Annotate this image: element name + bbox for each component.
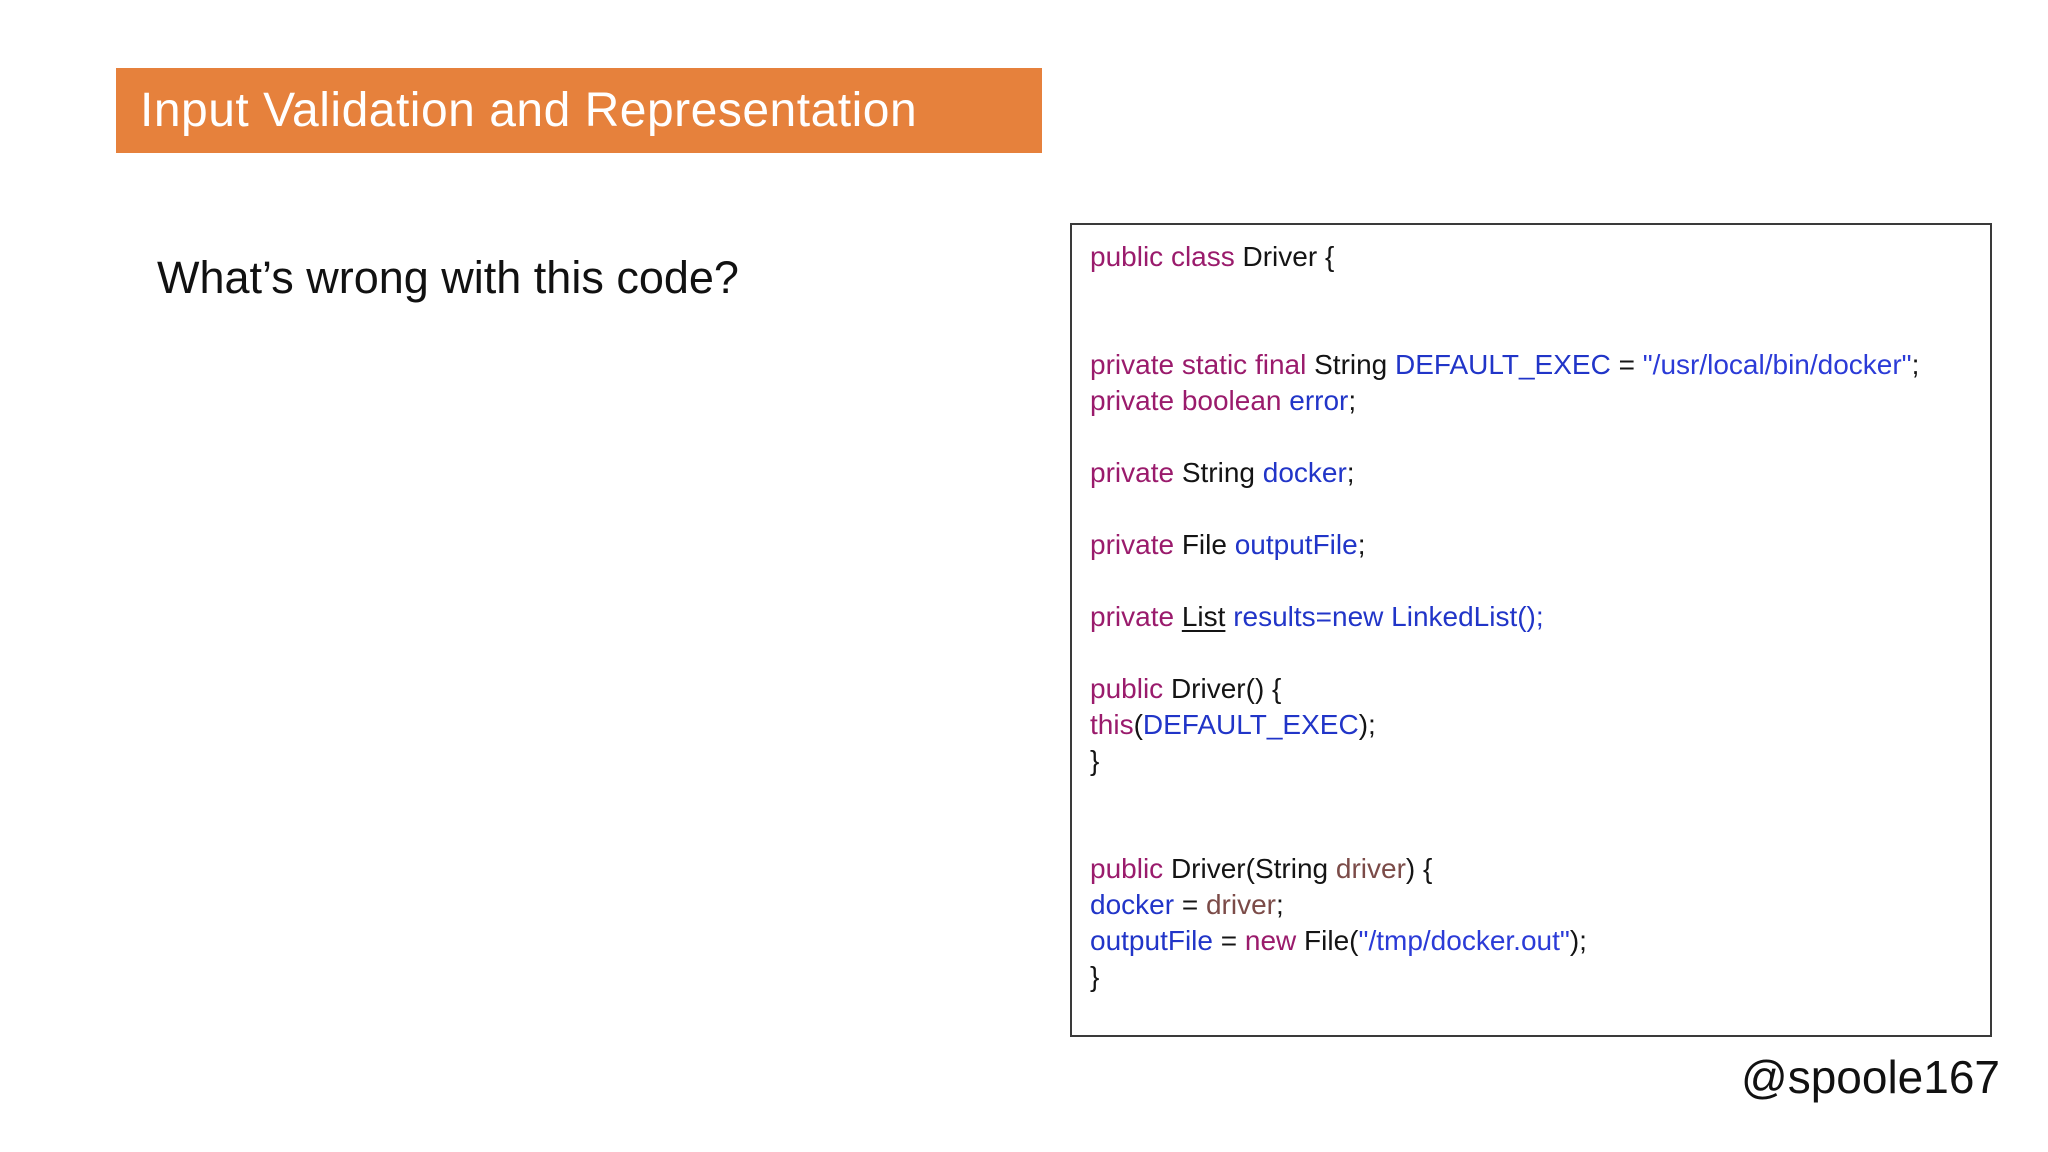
code-line <box>1090 635 1974 671</box>
code-token: public <box>1090 853 1164 884</box>
code-token: ); <box>1358 709 1376 740</box>
code-token <box>1174 601 1182 632</box>
title-banner: Input Validation and Representation <box>116 68 1042 153</box>
code-line <box>1090 419 1974 455</box>
code-token: List <box>1181 601 1226 632</box>
code-token: private <box>1090 601 1175 632</box>
slide-title: Input Validation and Representation <box>140 84 918 137</box>
code-token: ) { <box>1405 853 1433 884</box>
question-text: What’s wrong with this code? <box>157 252 739 303</box>
code-line: private String docker; <box>1090 455 1974 491</box>
code-token: private <box>1090 457 1175 488</box>
code-line: private File outputFile; <box>1090 527 1974 563</box>
code-token: driver <box>1205 889 1276 920</box>
code-token: Driver { <box>1234 241 1335 272</box>
code-token: String <box>1174 457 1263 488</box>
code-token: Driver(String <box>1163 853 1336 884</box>
code-token: docker <box>1262 457 1347 488</box>
code-token: this <box>1090 709 1134 740</box>
code-line: this(DEFAULT_EXEC); <box>1090 707 1974 743</box>
code-token: error <box>1289 385 1349 416</box>
code-line: public Driver(String driver) { <box>1090 851 1974 887</box>
code-token: = <box>1212 925 1245 956</box>
code-token: driver <box>1335 853 1406 884</box>
code-box: public class Driver { private static fin… <box>1070 223 1992 1037</box>
code-token: ); <box>1569 925 1587 956</box>
code-token: "/usr/local/bin/docker" <box>1642 349 1912 380</box>
code-token: = <box>1610 349 1643 380</box>
code-token: ; <box>1275 889 1284 920</box>
code-token: DEFAULT_EXEC <box>1142 709 1359 740</box>
code-line <box>1090 311 1974 347</box>
code-token: DEFAULT_EXEC <box>1395 349 1611 380</box>
code-token: String <box>1306 349 1396 380</box>
code-token: ( <box>1133 709 1143 740</box>
code-line: private List results=new LinkedList(); <box>1090 599 1974 635</box>
code-token: "/tmp/docker.out" <box>1358 925 1570 956</box>
twitter-handle: @spoole167 <box>1741 1051 2000 1103</box>
code-line <box>1090 815 1974 851</box>
code-line <box>1090 563 1974 599</box>
code-token: ; <box>1357 529 1366 560</box>
code-token: private static final <box>1090 349 1307 380</box>
code-line: public class Driver { <box>1090 239 1974 275</box>
code-token: ; <box>1346 457 1355 488</box>
code-line <box>1090 275 1974 311</box>
code-line: outputFile = new File("/tmp/docker.out")… <box>1090 923 1974 959</box>
code-line <box>1090 779 1974 815</box>
code-token: = <box>1174 889 1206 920</box>
code-token: } <box>1090 961 1100 992</box>
code-line: private static final String DEFAULT_EXEC… <box>1090 347 1974 383</box>
code-token: public class <box>1090 241 1235 272</box>
code-token: docker <box>1090 889 1175 920</box>
code-line: } <box>1090 959 1974 995</box>
code-token: private boolean <box>1090 385 1282 416</box>
code-line: } <box>1090 743 1974 779</box>
code-line: public Driver() { <box>1090 671 1974 707</box>
code-line: private boolean error; <box>1090 383 1974 419</box>
code-token: File <box>1174 529 1235 560</box>
code-token: outputFile <box>1234 529 1358 560</box>
code-token: Driver() { <box>1163 673 1282 704</box>
code-token: private <box>1090 529 1175 560</box>
code-token: new <box>1244 925 1297 956</box>
code-line: docker = driver; <box>1090 887 1974 923</box>
code-token: ; <box>1911 349 1920 380</box>
code-token: outputFile <box>1090 925 1213 956</box>
code-token: results=new LinkedList(); <box>1233 601 1544 632</box>
code-token: File( <box>1296 925 1359 956</box>
code-line <box>1090 491 1974 527</box>
code-token: } <box>1090 745 1100 776</box>
code-token: ; <box>1348 385 1357 416</box>
code-token: public <box>1090 673 1164 704</box>
